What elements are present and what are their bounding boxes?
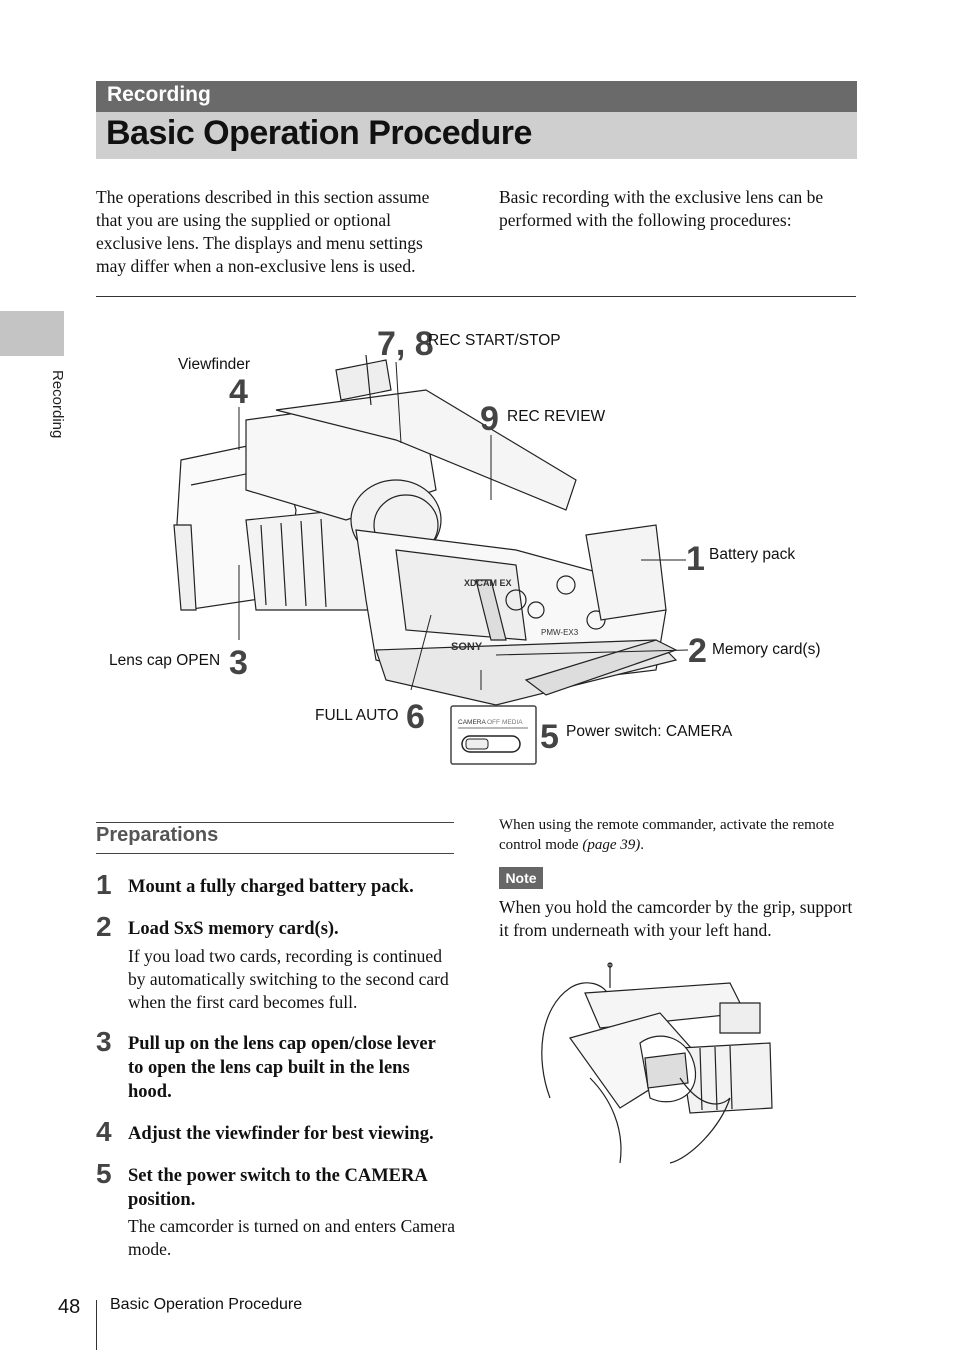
- page-title: Basic Operation Procedure: [106, 114, 532, 152]
- side-tab-label: Recording: [49, 370, 66, 439]
- callout-full-auto: FULL AUTO: [315, 707, 399, 724]
- step-text: Mount a fully charged battery pack.: [128, 877, 414, 897]
- section-header-label: Recording: [107, 83, 211, 106]
- callout-power-switch: Power switch: CAMERA: [566, 723, 733, 740]
- callout-number-3: 3: [229, 644, 248, 682]
- step-text: Adjust the viewfinder for best viewing.: [128, 1124, 434, 1144]
- step-description: The camcorder is turned on and enters Ca…: [128, 1216, 456, 1259]
- callout-number-1: 1: [686, 540, 705, 578]
- camcorder-diagram: XDCAM EX SONY PMW-EX3 CAMERA OFF MEDIA 7…: [96, 310, 858, 780]
- page-title-bar: Basic Operation Procedure: [96, 112, 857, 159]
- step-text: Pull up on the lens cap open/close lever…: [128, 1034, 436, 1102]
- callout-rec-start-stop: REC START/STOP: [428, 332, 561, 349]
- callout-number-6: 6: [406, 698, 425, 736]
- remote-text-end: .: [640, 837, 644, 853]
- remote-text-main: When using the remote commander, activat…: [499, 817, 835, 853]
- callout-number-9: 9: [480, 400, 499, 438]
- section-header-bar: Recording: [96, 81, 857, 112]
- hand-grip-drawing: [541, 962, 773, 1164]
- callout-number-2: 2: [688, 632, 707, 670]
- step-text: Load SxS memory card(s).: [128, 919, 339, 939]
- side-tab: [0, 311, 64, 356]
- preparations-heading: Preparations: [96, 824, 219, 846]
- step-description: If you load two cards, recording is cont…: [128, 946, 449, 1012]
- grip-illustration: [530, 958, 780, 1168]
- callout-number-4: 4: [229, 373, 248, 411]
- preparations-rule-top: [96, 822, 454, 823]
- note-badge: Note: [499, 867, 543, 889]
- divider: [96, 296, 856, 297]
- step-number: 2: [96, 911, 112, 942]
- step-number: 3: [96, 1026, 112, 1057]
- footer-title: Basic Operation Procedure: [110, 1296, 303, 1313]
- camcorder-illustration: XDCAM EX SONY PMW-EX3 CAMERA OFF MEDIA: [173, 354, 689, 765]
- switch-label-off: OFF: [487, 719, 500, 726]
- note-text: When you hold the camcorder by the grip,…: [499, 897, 853, 940]
- lens-brand-text: XDCAM EX: [464, 578, 512, 588]
- page-reference-link[interactable]: (page 39): [582, 837, 641, 853]
- callout-viewfinder: Viewfinder: [178, 356, 251, 373]
- step-text: Set the power switch to the CAMERA posit…: [128, 1166, 427, 1210]
- callout-memory-cards: Memory card(s): [712, 641, 821, 658]
- power-switch-inset: CAMERA OFF MEDIA: [450, 705, 537, 765]
- callout-rec-review: REC REVIEW: [507, 408, 606, 425]
- callout-battery-pack: Battery pack: [709, 546, 796, 563]
- callout-lens-cap-open: Lens cap OPEN: [109, 652, 221, 669]
- brand-text: SONY: [451, 641, 483, 653]
- page-number: 48: [58, 1296, 81, 1318]
- callout-number-5: 5: [540, 718, 559, 756]
- preparations-rule-bottom: [96, 853, 454, 854]
- switch-label-camera: CAMERA: [458, 719, 486, 726]
- step-number: 4: [96, 1116, 112, 1147]
- remote-commander-text: When using the remote commander, activat…: [499, 815, 859, 855]
- step-number: 1: [96, 869, 112, 900]
- callout-number-7-8: 7, 8: [377, 325, 434, 363]
- switch-label-media: MEDIA: [502, 719, 523, 726]
- step-number: 5: [96, 1158, 112, 1189]
- intro-paragraph-right: Basic recording with the exclusive lens …: [499, 187, 824, 230]
- intro-paragraph-left: The operations described in this section…: [96, 187, 430, 276]
- model-text: PMW-EX3: [541, 628, 579, 637]
- footer-divider: [96, 1300, 97, 1350]
